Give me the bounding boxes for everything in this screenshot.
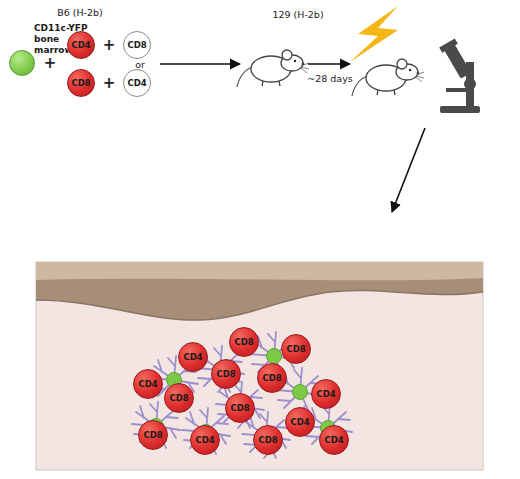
t-cell: CD8: [211, 359, 241, 389]
recipient-mouse: [237, 50, 309, 87]
cell-type: CD8: [127, 41, 146, 50]
cell-type: CD8: [258, 436, 277, 445]
cell-type: CD4: [183, 353, 202, 362]
cell-type: CD4: [195, 436, 214, 445]
annotation: +: [103, 74, 116, 92]
t-cell: CD4: [178, 342, 208, 372]
cell-type: CD4: [127, 79, 146, 88]
t-cell: CD8: [253, 425, 283, 455]
cell-type: CD4: [71, 41, 90, 50]
skin-section: [36, 262, 483, 470]
cell-type: CD8: [143, 431, 162, 440]
annotation: or: [135, 59, 145, 70]
analyzed-mouse: [352, 59, 424, 96]
microscope: [439, 38, 480, 113]
annotation: B6 (H-2b): [57, 7, 103, 18]
cell-type: CD8: [262, 374, 281, 383]
t-cell: CD8: [67, 69, 95, 97]
analysis-arrow: [392, 128, 425, 212]
t-cell: CD8: [281, 334, 311, 364]
transfer-arrow: [160, 63, 240, 65]
cell-type: CD4: [290, 418, 309, 427]
t-cell: CD8: [138, 420, 168, 450]
t-cell: CD4: [285, 407, 315, 437]
cell-type: CD8: [71, 79, 90, 88]
t-cell: CD4: [133, 369, 163, 399]
annotation: +: [44, 54, 57, 72]
cell-type: CD8: [234, 338, 253, 347]
cell-type: CD8: [286, 345, 305, 354]
cell-type: CD8: [230, 404, 249, 413]
cell-type: CD8: [169, 394, 188, 403]
annotation: +: [103, 36, 116, 54]
t-cell: CD4: [67, 31, 95, 59]
t-cell: CD4: [311, 379, 341, 409]
bone-marrow-cell: CD11c-YFP bone marrow: [9, 50, 35, 76]
annotation: 129 (H-2b): [272, 9, 323, 20]
t-cell: CD4: [190, 425, 220, 455]
annotation: ~28 days: [307, 73, 353, 84]
t-cell: CD8: [225, 393, 255, 423]
t-cell: CD8: [229, 327, 259, 357]
cell-type: CD4: [138, 380, 157, 389]
cell-type: CD4: [316, 390, 335, 399]
t-cell: CD4: [319, 425, 349, 455]
time-arrow: [308, 63, 350, 65]
t-cell: CD8: [123, 31, 151, 59]
t-cell: CD4: [123, 69, 151, 97]
irradiation-bolt: [350, 6, 398, 62]
cell-type: CD8: [216, 370, 235, 379]
t-cell: CD8: [164, 383, 194, 413]
t-cell: CD8: [257, 363, 287, 393]
cell-type: CD4: [324, 436, 343, 445]
